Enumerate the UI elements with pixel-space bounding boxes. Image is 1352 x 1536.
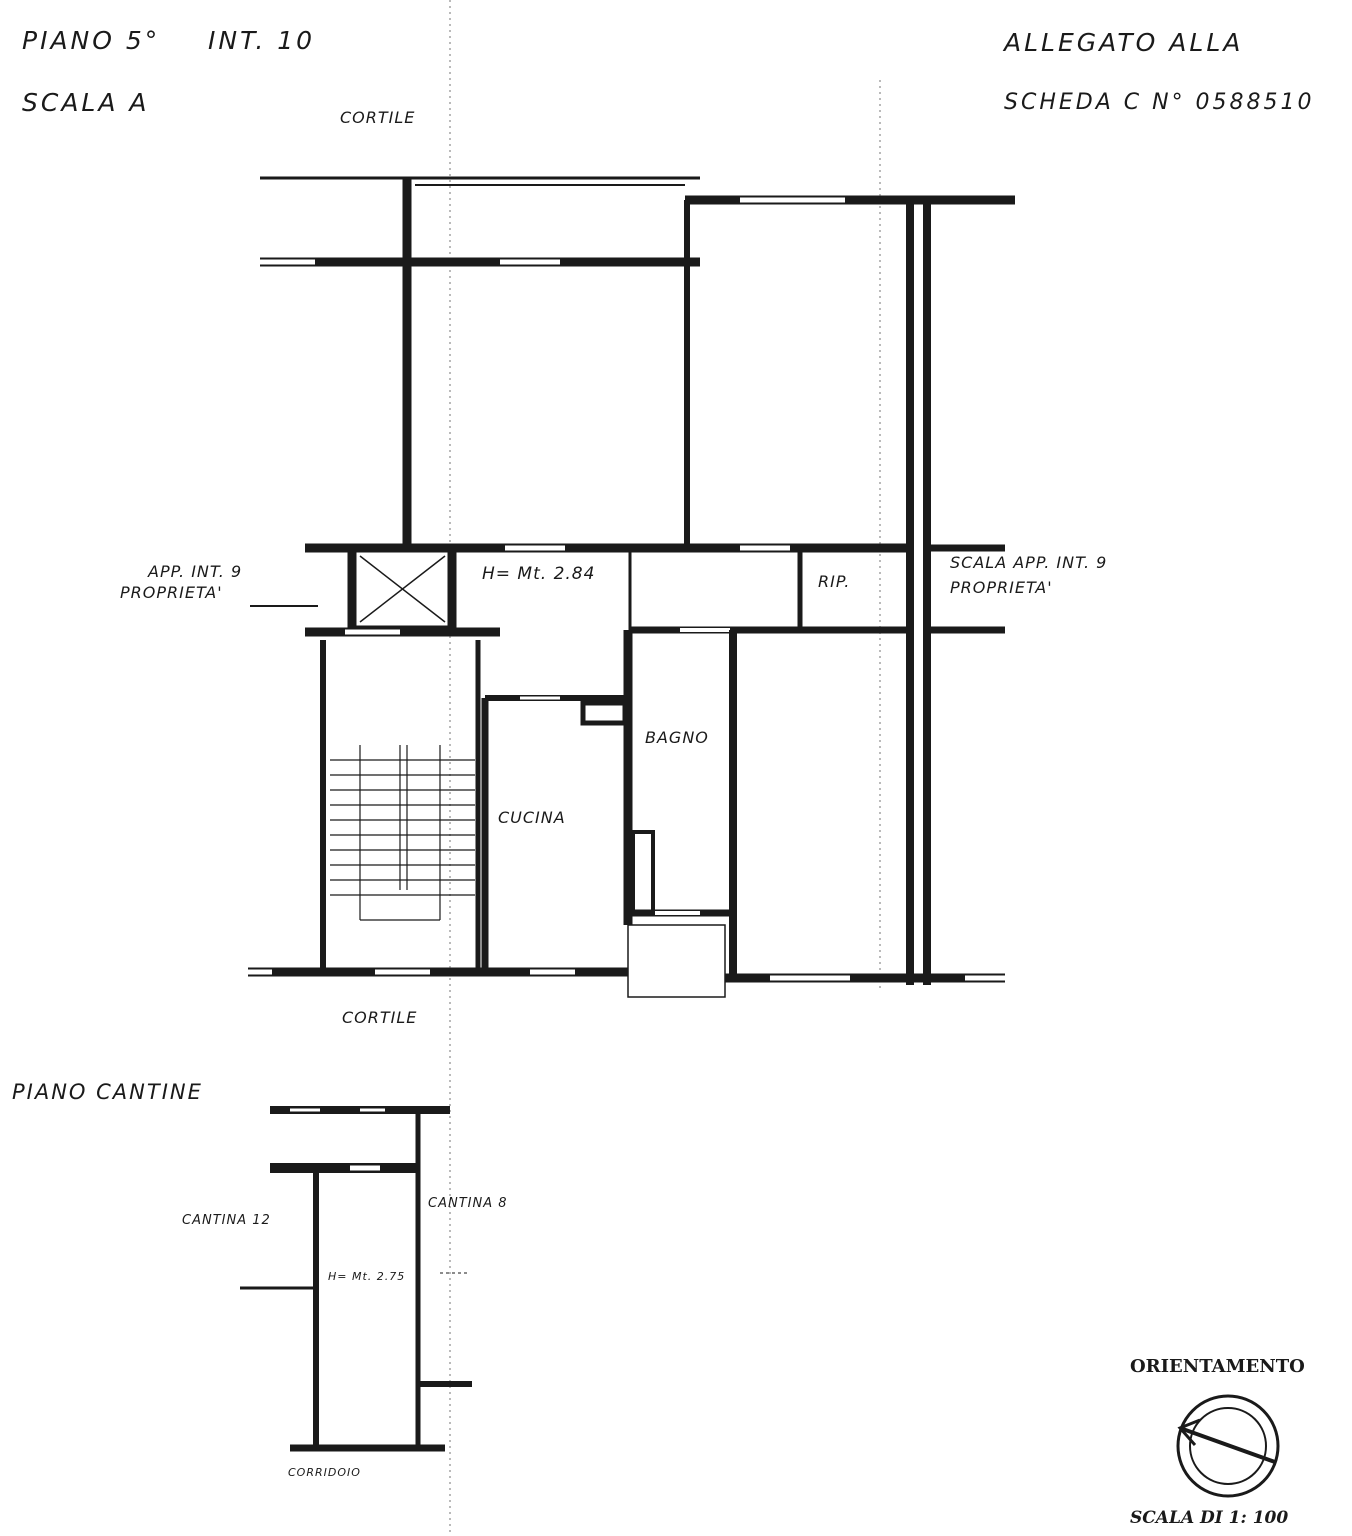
interior-label: INT. 10 — [208, 26, 316, 55]
compass-north-arrow-icon — [1176, 1394, 1280, 1498]
cellar-height-label: H= Mt. 2.75 — [328, 1270, 406, 1283]
room-bathroom-label: BAGNO — [645, 728, 709, 747]
courtyard-bottom-label: CORTILE — [342, 1008, 418, 1027]
orientation-title: ORIENTAMENTO — [1130, 1356, 1305, 1377]
right-neighbor-line1: SCALA APP. INT. 9 — [950, 553, 1108, 572]
courtyard-top-label: CORTILE — [340, 108, 416, 127]
floor-height-label: H= Mt. 2.84 — [482, 564, 596, 584]
cellar-right-label: CANTINA 8 — [428, 1196, 508, 1211]
room-storage-label: RIP. — [818, 572, 851, 591]
cellar-left-label: CANTINA 12 — [182, 1213, 271, 1228]
attachment-line1: ALLEGATO ALLA — [1004, 28, 1244, 57]
cellar-title: PIANO CANTINE — [12, 1080, 203, 1104]
left-neighbor-line1: APP. INT. 9 — [148, 562, 243, 581]
attachment-line2: SCHEDA C N° 0588510 — [1004, 90, 1315, 115]
cellar-corridor-label: CORRIDOIO — [288, 1466, 361, 1479]
floor-label: PIANO 5° — [22, 26, 161, 55]
stair-label: SCALA A — [22, 88, 150, 117]
scale-label: SCALA DI 1: 100 — [1130, 1508, 1289, 1528]
left-neighbor-line2: PROPRIETA' — [120, 583, 223, 602]
right-neighbor-line2: PROPRIETA' — [950, 578, 1053, 597]
room-kitchen-label: CUCINA — [498, 808, 566, 827]
